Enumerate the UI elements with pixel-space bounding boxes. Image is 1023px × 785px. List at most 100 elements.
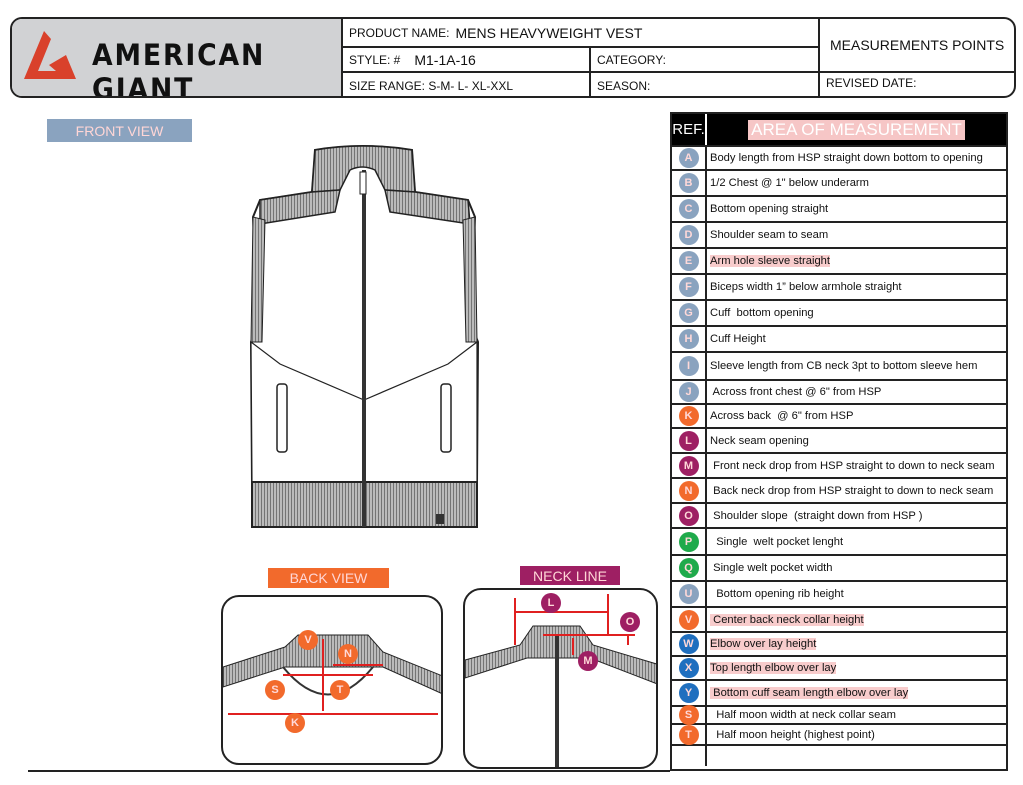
ref-badge: E [678,251,699,271]
ref-badge: V [678,609,699,630]
measurement-description: Back neck drop from HSP straight to down… [710,484,994,497]
ref-badge: H [678,329,699,349]
table-row: D Shoulder seam to seam [672,221,1006,247]
ref-badge: X [678,658,699,678]
table-row: U Bottom opening rib height [672,580,1006,606]
table-row: J Across front chest @ 6" from HSP [672,379,1006,403]
category-cell: CATEGORY: [591,48,820,73]
measurement-description: Biceps width 1” below armhole straight [710,281,902,293]
measurement-description: Single welt pocket lenght [710,535,844,548]
ref-badge: F [678,277,699,297]
bottom-divider [28,770,670,772]
ref-badge: D [678,225,699,245]
measurement-description: Top length elbow over lay [710,662,837,674]
size-range: S-M- L- XL-XXL [428,78,514,93]
callout-l: L [541,593,561,613]
measurement-description: Bottom cuff seam length elbow over lay [710,687,909,699]
measurement-description: Neck seam opening [710,434,809,447]
table-header: REF. AREA OF MEASUREMENT [672,114,1006,145]
ref-badge: B [678,173,699,193]
measurement-description: Half moon width at neck collar seam [710,709,896,721]
ref-badge: Q [678,558,699,578]
table-row: Q Single welt pocket width [672,554,1006,580]
vest-front-drawing [249,145,480,528]
neck-line-label: NECK LINE [520,566,620,585]
ref-badge: P [678,531,699,552]
ref-badge: Y [678,683,699,703]
ref-badge: I [678,356,699,376]
callout-n: N [338,644,358,664]
category-label: CATEGORY: [597,52,666,67]
season-label: SEASON: [597,78,651,93]
ref-badge: L [678,430,699,451]
callout-s: S [265,680,285,700]
ref-badge: J [678,382,699,402]
product-name: MENS HEAVYWEIGHT VEST [455,24,643,41]
table-row: M Front neck drop from HSP straight to d… [672,452,1006,477]
measurement-description: Sleeve length from CB neck 3pt to bottom… [710,360,978,372]
measurement-description: Center back neck collar height [710,613,864,626]
product-name-cell: PRODUCT NAME: MENS HEAVYWEIGHT VEST [343,19,820,48]
ref-badge: O [678,505,699,526]
table-row: F Biceps width 1” below armhole straight [672,273,1006,299]
measurement-description: Bottom opening rib height [710,588,844,600]
table-row: N Back neck drop from HSP straight to do… [672,477,1006,502]
table-row: T Half moon height (highest point) [672,723,1006,745]
header-block: AMERICAN GIANT PRODUCT NAME: MENS HEAVYWE… [10,17,1016,98]
ref-badge: W [678,634,699,654]
table-row: X Top length elbow over lay [672,655,1006,679]
ref-header: REF. [672,114,707,145]
table-row: K Across back @ 6" from HSP [672,403,1006,427]
ref-badge: T [678,724,699,745]
front-view-label: FRONT VIEW [47,119,192,142]
measurement-description: Shoulder seam to seam [710,229,829,241]
ref-badge: M [678,455,699,476]
callout-v: V [298,630,318,650]
table-row: L Neck seam opening [672,427,1006,452]
measurement-description: Single welt pocket width [710,562,833,574]
measurement-description: Half moon height (highest point) [710,728,875,741]
table-row: B 1/2 Chest @ 1" below underarm [672,169,1006,195]
measurement-description: Front neck drop from HSP straight to dow… [710,459,995,472]
logo-mark-icon [24,31,76,79]
measurement-description: Across back @ 6" from HSP [710,410,854,422]
ref-badge: A [678,148,699,168]
ref-badge: K [678,406,699,426]
table-row [672,744,1006,766]
brand-logo: AMERICAN GIANT [12,19,343,96]
table-row: V Center back neck collar height [672,606,1006,631]
measurement-description: Bottom opening straight [710,203,829,215]
ref-badge: U [678,584,699,604]
table-row: S Half moon width at neck collar seam [672,705,1006,725]
callout-t: T [330,680,350,700]
season-cell: SEASON: [591,73,820,96]
table-row: P Single welt pocket lenght [672,527,1006,554]
measurement-description: Elbow over lay height [710,638,817,650]
ref-badge: G [678,303,699,323]
brand-name: AMERICAN GIANT [92,38,266,98]
callout-m: M [578,651,598,671]
size-range-label: SIZE RANGE: [349,78,426,93]
measurement-description: Across front chest @ 6" from HSP [710,386,882,398]
back-view-diagram: V N S T K [221,595,443,765]
table-row: C Bottom opening straight [672,195,1006,221]
ref-badge: C [678,199,699,219]
ref-badge: N [678,480,699,501]
measurement-description: Shoulder slope (straight down from HSP ) [710,509,923,522]
measurement-description: 1/2 Chest @ 1" below underarm [710,177,869,189]
callout-o: O [620,612,640,632]
size-range-cell: SIZE RANGE: S-M- L- XL-XXL [343,73,591,96]
revised-date-label: REVISED DATE: [818,73,1014,96]
table-row: W Elbow over lay height [672,631,1006,655]
callout-k: K [285,713,305,733]
table-row: Y Bottom cuff seam length elbow over lay [672,679,1006,705]
neck-line-diagram: L O M [463,588,658,769]
style-number: M1-1A-16 [414,51,476,68]
table-row: O Shoulder slope (straight down from HSP… [672,502,1006,527]
style-label: STYLE: # [349,52,401,67]
product-name-label: PRODUCT NAME: [349,25,450,40]
measurement-description: Arm hole sleeve straight [710,255,831,267]
